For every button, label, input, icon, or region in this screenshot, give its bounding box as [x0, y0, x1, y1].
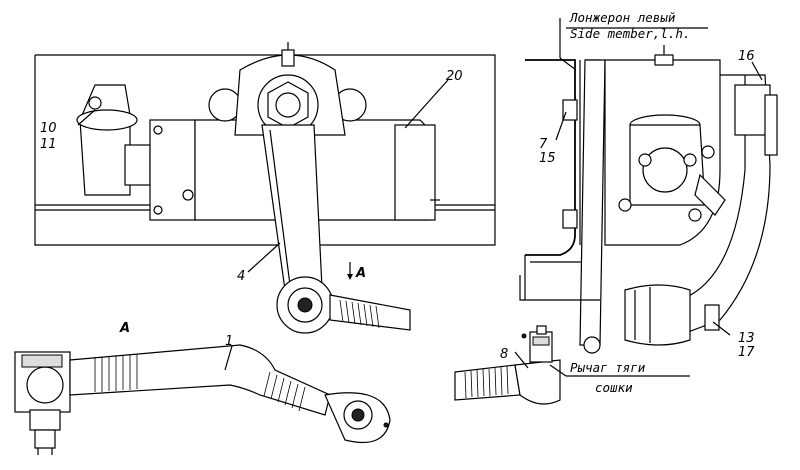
callout-1: 1: [225, 334, 233, 349]
callout-labels: 10 11 20 4 1 7 15 16 13 17 8 A A Лонжеро…: [40, 10, 755, 395]
callout-20: 20: [446, 69, 463, 84]
view-arrow-a-label: A: [355, 266, 366, 281]
steering-gear-assembly: [34, 42, 496, 334]
callout-8: 8: [500, 347, 508, 362]
pitman-link-ball-stud: [454, 325, 561, 405]
side-member-ru-text: Лонжерон левый: [569, 10, 676, 25]
callout-15: 15: [539, 151, 556, 166]
callout-10: 10: [40, 121, 57, 136]
view-a-label: A: [119, 321, 130, 336]
callout-13: 13: [738, 331, 755, 346]
drag-link-assembly: [14, 344, 391, 455]
pitman-link-text-line1: Рычаг тяги: [570, 360, 646, 375]
callout-17: 17: [738, 345, 755, 360]
callout-11: 11: [40, 137, 57, 152]
callout-7: 7: [539, 137, 548, 152]
leader-lines: [77, 18, 763, 377]
view-arrow-a: [347, 262, 353, 280]
side-member-en-text: Side member,l.h.: [570, 26, 690, 41]
callout-16: 16: [738, 49, 755, 64]
callout-4: 4: [237, 269, 245, 284]
pitman-link-text-line2: сошки: [595, 380, 633, 395]
side-member-view: [519, 45, 778, 354]
